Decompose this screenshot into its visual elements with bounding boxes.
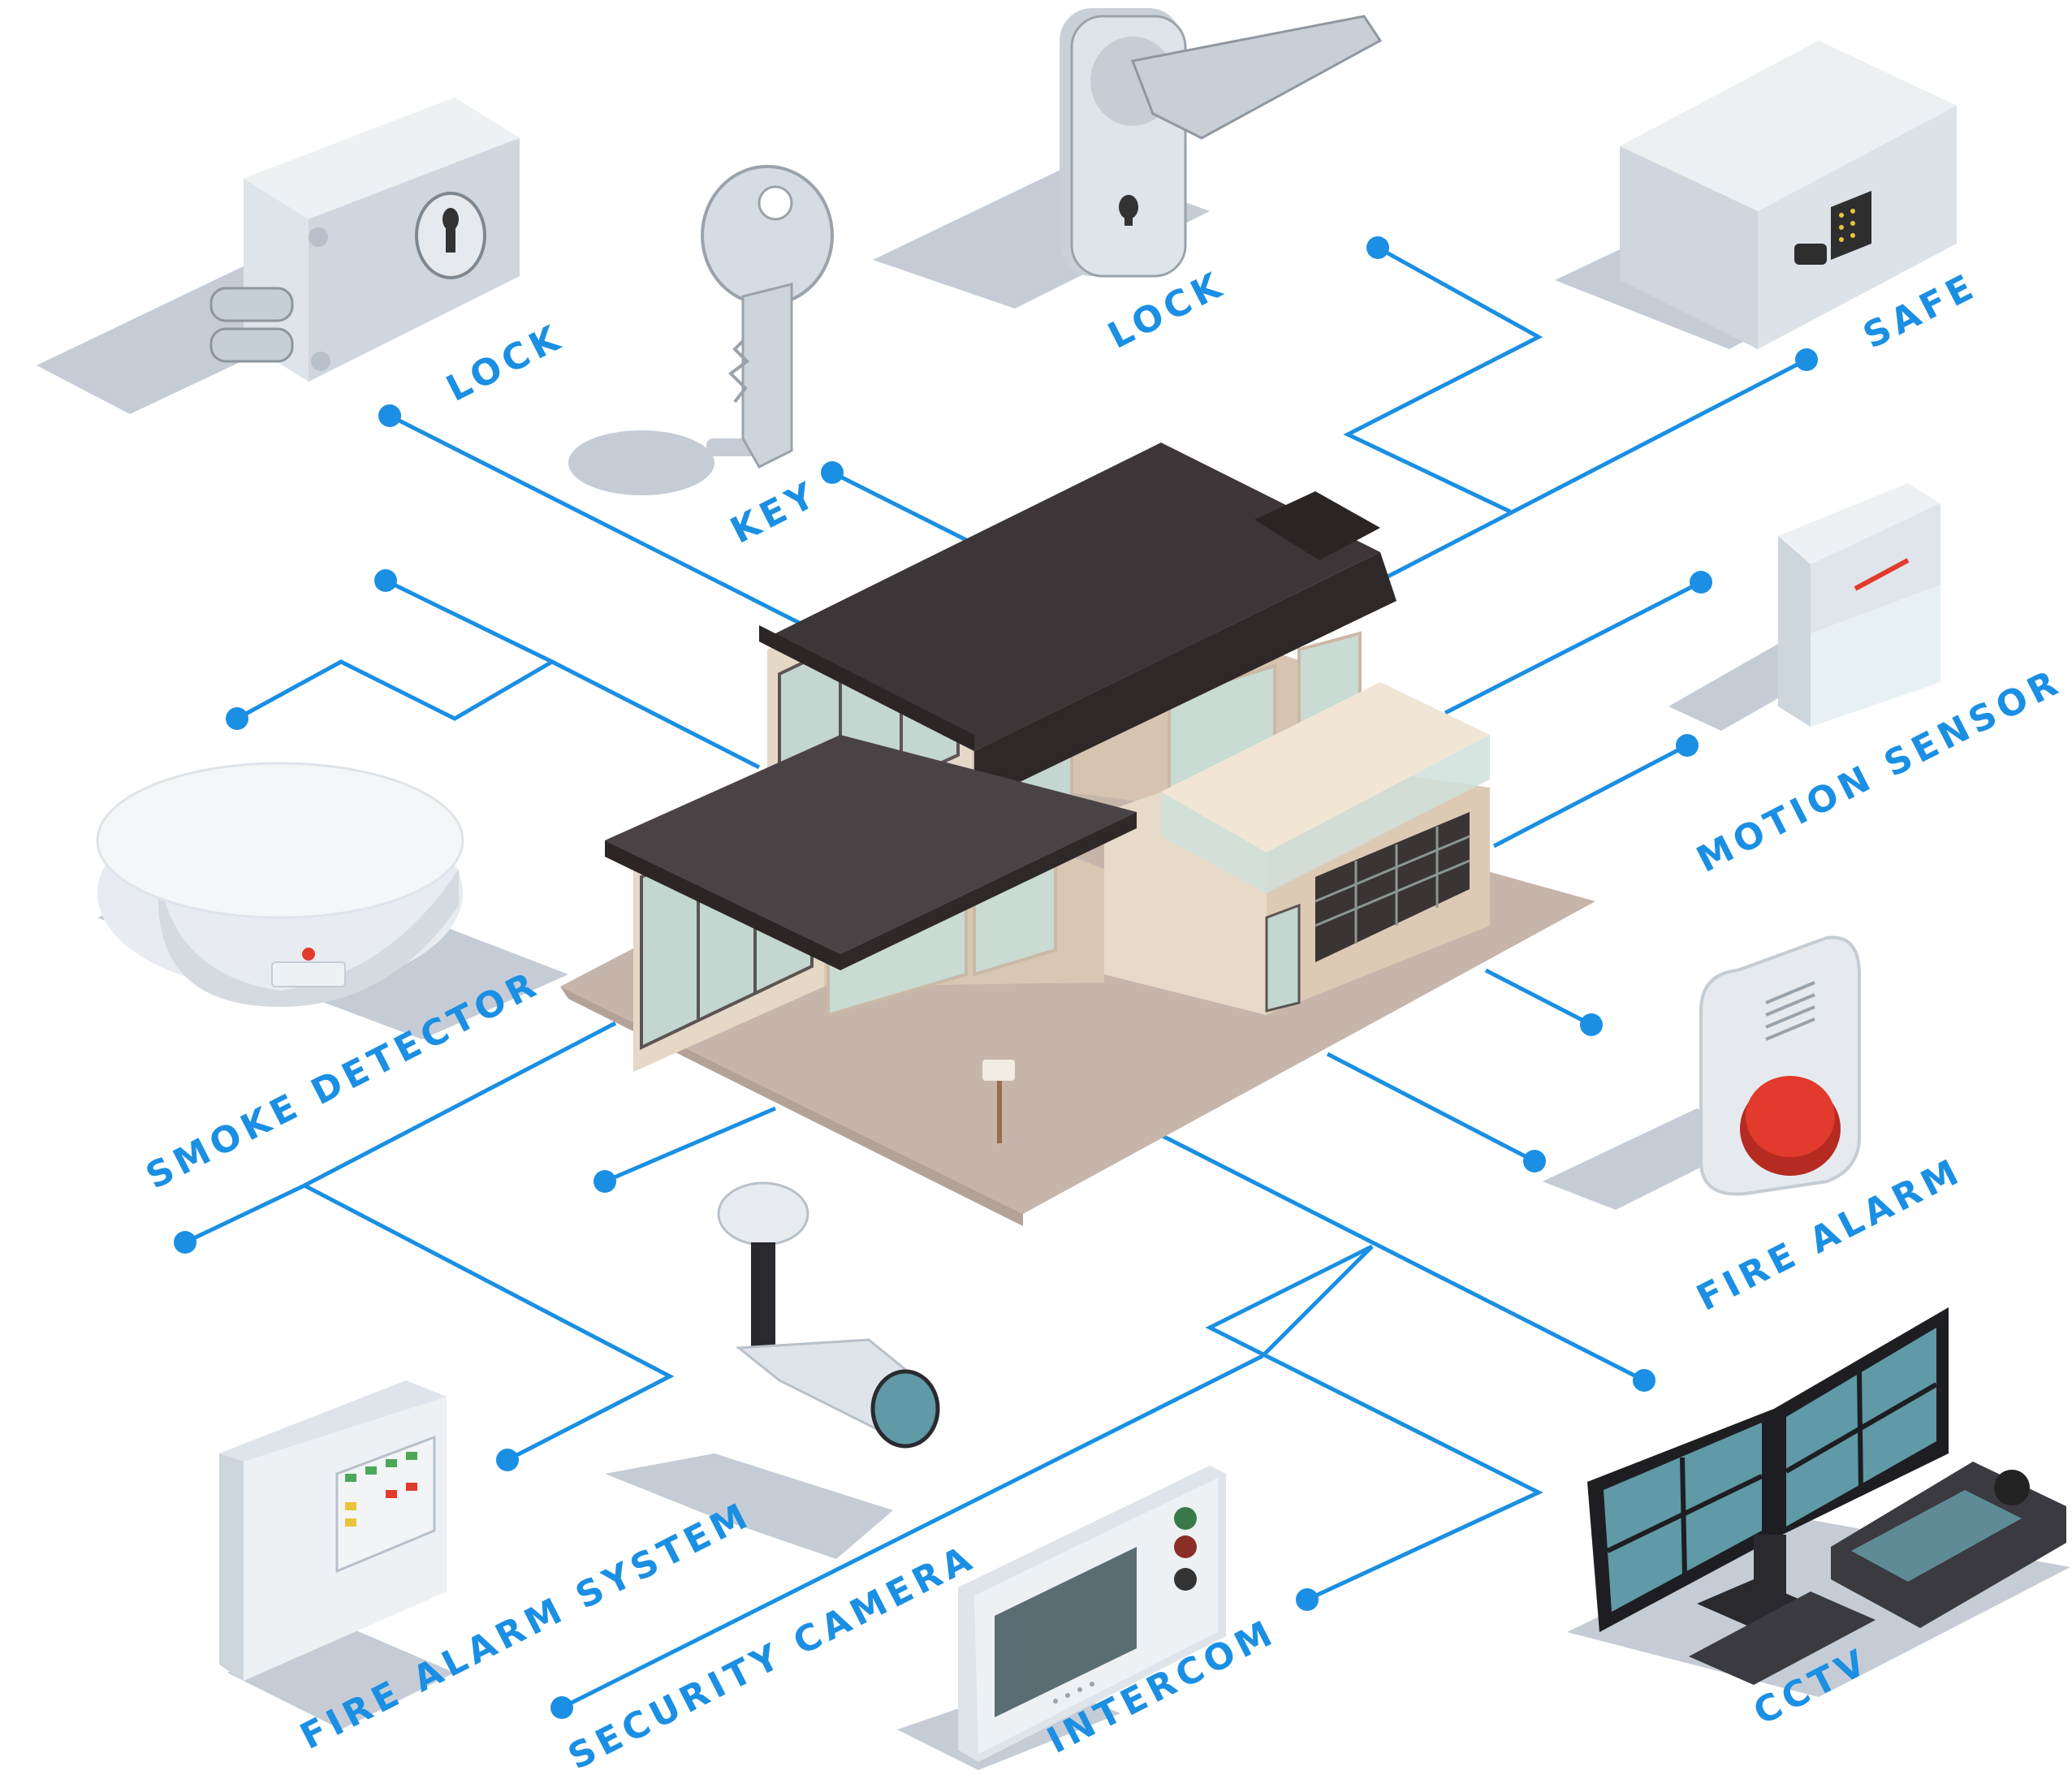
fire-alarm-icon (1543, 935, 1861, 1210)
connection-wires (183, 245, 1808, 1710)
label-lock-handle: LOCK (1102, 263, 1232, 356)
intercom-icon (897, 1466, 1226, 1770)
motion-sensor-icon (1668, 483, 1940, 731)
label-key: KEY (724, 473, 826, 552)
safe-icon (1555, 41, 1957, 349)
fire-alarm-panel-icon (219, 1380, 455, 1730)
smoke-detector-icon (96, 762, 568, 1039)
cctv-monitors-icon (1567, 1307, 2070, 1697)
connection-dots (174, 236, 1818, 1719)
key-icon (568, 165, 834, 495)
house-icon (560, 443, 1595, 1226)
label-lock-left: LOCK (440, 316, 571, 409)
security-camera-icon (605, 1181, 940, 1559)
door-handle-lock-icon (873, 8, 1383, 309)
deadbolt-lock-icon (37, 97, 520, 414)
